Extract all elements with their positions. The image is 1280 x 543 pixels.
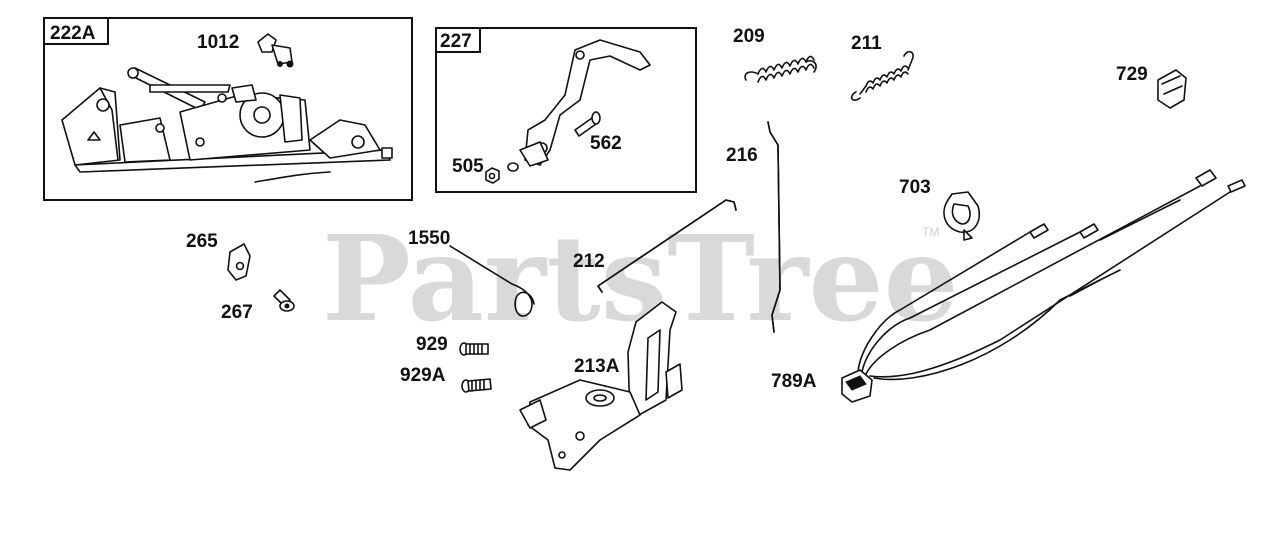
throttle-bracket-icon [519, 39, 651, 167]
callout-505[interactable]: 505 [452, 156, 484, 177]
box-222a[interactable]: 222A [43, 17, 413, 201]
box-label-222a: 222A [50, 23, 96, 44]
callout-267[interactable]: 267 [221, 302, 253, 323]
part-1012-icon [257, 33, 294, 68]
watermark-trademark: TM [922, 225, 939, 239]
part-929a-screw-icon [461, 378, 492, 393]
part-562-pin-icon [574, 111, 601, 137]
part-216-rod-icon [767, 121, 781, 333]
callout-729[interactable]: 729 [1116, 64, 1148, 85]
callout-209[interactable]: 209 [733, 26, 765, 47]
callout-213a[interactable]: 213A [574, 356, 620, 377]
callout-265[interactable]: 265 [186, 231, 218, 252]
callout-703[interactable]: 703 [899, 177, 931, 198]
callout-929a[interactable]: 929A [400, 365, 446, 386]
part-209-spring-icon [744, 55, 817, 83]
part-789a-harness-icon [841, 169, 1246, 403]
callout-789a[interactable]: 789A [771, 371, 817, 392]
box-label-227: 227 [440, 31, 472, 52]
part-729-clip-icon [1157, 69, 1187, 109]
part-1550-spring-icon [449, 245, 535, 317]
part-267-screw-icon [273, 289, 295, 312]
part-703-clip-icon [943, 191, 980, 241]
part-265-bracket-icon [227, 243, 251, 281]
callout-562[interactable]: 562 [590, 133, 622, 154]
part-211-spring-icon [850, 50, 914, 101]
control-bracket-assembly [61, 67, 393, 183]
callout-929[interactable]: 929 [416, 334, 448, 355]
callout-216[interactable]: 216 [726, 145, 758, 166]
callout-212[interactable]: 212 [573, 251, 605, 272]
callout-211[interactable]: 211 [851, 33, 882, 54]
part-505-nut-icon [485, 162, 519, 184]
box-227[interactable]: 227 505 562 [435, 27, 697, 193]
callout-1550[interactable]: 1550 [408, 228, 450, 249]
part-929-screw-icon [459, 342, 489, 356]
part-212-rod-icon [597, 199, 737, 293]
callout-1012[interactable]: 1012 [197, 32, 239, 53]
part-213a-bracket-icon [519, 301, 683, 471]
